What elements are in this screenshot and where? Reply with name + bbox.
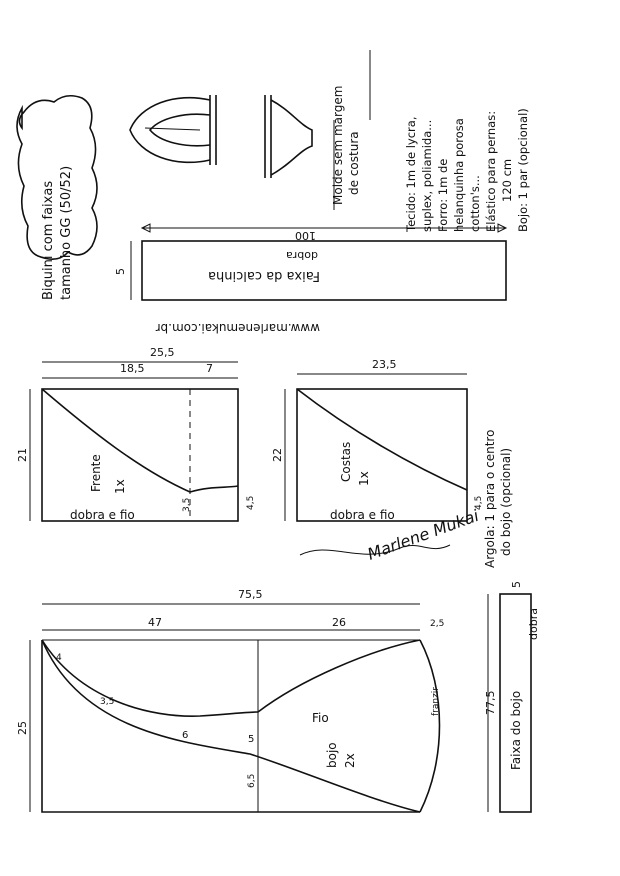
front-val-b: 4,5 xyxy=(246,496,256,510)
panty-band-label: Faixa da calcinha xyxy=(208,268,320,283)
cup-val-65: 6,5 xyxy=(247,774,257,788)
panty-band-piece: 100 dobra Faixa da calcinha 5 xyxy=(114,223,508,301)
material-line: 120 cm xyxy=(500,159,514,202)
material-line: cotton's... xyxy=(468,175,482,232)
title-line1: Biquini com faixas xyxy=(41,181,56,300)
margin-note: Molde sem margem de costura xyxy=(331,86,361,205)
cup-piece: 75,5 47 26 2,5 25 4 3,5 6 5 6,5 Fio bojo… xyxy=(16,588,444,813)
margin-note-brackets xyxy=(333,50,371,210)
front-qty: 1x xyxy=(113,479,127,494)
cup-band-width: 5 xyxy=(510,581,523,588)
back-width: 23,5 xyxy=(372,358,397,371)
front-width-part: 18,5 xyxy=(120,362,145,375)
cup-band-piece: 77,5 Faixa do bojo dobra 5 xyxy=(484,581,540,813)
back-height: 22 xyxy=(271,448,284,462)
cup-band-label: Faixa do bojo xyxy=(509,691,523,770)
cup-band-fold: dobra xyxy=(527,608,540,640)
cup-qty: 2x xyxy=(343,753,357,768)
loops-note-line1: Argola: 1 para o centro xyxy=(483,430,497,568)
material-line: Tecido: 1m de lycra, xyxy=(404,117,418,234)
material-line: Forro: 1m de xyxy=(436,159,450,232)
front-width-total: 25,5 xyxy=(150,346,175,359)
material-line: helanquinha porosa xyxy=(452,118,466,232)
front-height: 21 xyxy=(16,448,29,462)
front-piece: 18,5 7 25,5 21 Frente 1x dobra e fio 3,5… xyxy=(16,346,256,522)
panty-band-length: 100 xyxy=(295,229,316,242)
margin-note-line2: de costura xyxy=(347,131,361,195)
cup-val-5: 5 xyxy=(248,734,254,745)
signature-stroke xyxy=(299,544,451,556)
cup-width-total: 75,5 xyxy=(238,588,263,601)
material-line: Elástico para pernas: xyxy=(484,111,498,232)
cup-band-length: 77,5 xyxy=(484,691,497,716)
loops-note-line2: do bojo (opcional) xyxy=(499,448,513,556)
back-piece: 23,5 22 Costas 1x dobra e fio 4,5 xyxy=(271,358,484,522)
margin-note-line1: Molde sem margem xyxy=(331,86,345,205)
loops-note: Argola: 1 para o centro do bojo (opciona… xyxy=(483,430,513,568)
cup-height: 25 xyxy=(16,721,29,735)
front-fold: dobra e fio xyxy=(70,508,135,522)
cup-label: bojo xyxy=(325,742,339,768)
back-qty: 1x xyxy=(357,471,371,486)
front-val-a: 3,5 xyxy=(182,498,192,512)
material-line: suplex, poliamida... xyxy=(420,120,434,232)
cup-val-6: 6 xyxy=(182,730,188,741)
title-line2: tamanho GG (50/52) xyxy=(59,166,74,300)
title-cloud: Biquini com faixas tamanho GG (50/52) xyxy=(16,94,98,300)
website-text: www.marlenemukai.com.br xyxy=(156,321,320,335)
back-fold: dobra e fio xyxy=(330,508,395,522)
cup-val-4: 4 xyxy=(56,653,62,663)
cup-part-c: 2,5 xyxy=(430,619,444,629)
panty-band-width: 5 xyxy=(114,268,127,275)
materials-list: Tecido: 1m de lycra, suplex, poliamida..… xyxy=(404,108,530,233)
cup-part-a: 47 xyxy=(148,616,162,629)
material-line: Bojo: 1 par (opcional) xyxy=(516,108,530,232)
cup-part-b: 26 xyxy=(332,616,346,629)
front-width-extra: 7 xyxy=(206,362,213,375)
back-label: Costas xyxy=(339,442,353,482)
cup-val-35: 3,5 xyxy=(100,697,114,707)
bikini-top-illustration xyxy=(129,95,217,165)
cup-grain: Fio xyxy=(312,711,329,725)
back-val-b: 4,5 xyxy=(474,496,484,510)
bikini-bottom-illustration xyxy=(264,95,313,178)
cup-franzir: franzir xyxy=(431,687,441,716)
front-label: Frente xyxy=(89,454,103,492)
panty-band-fold: dobra xyxy=(286,249,318,262)
